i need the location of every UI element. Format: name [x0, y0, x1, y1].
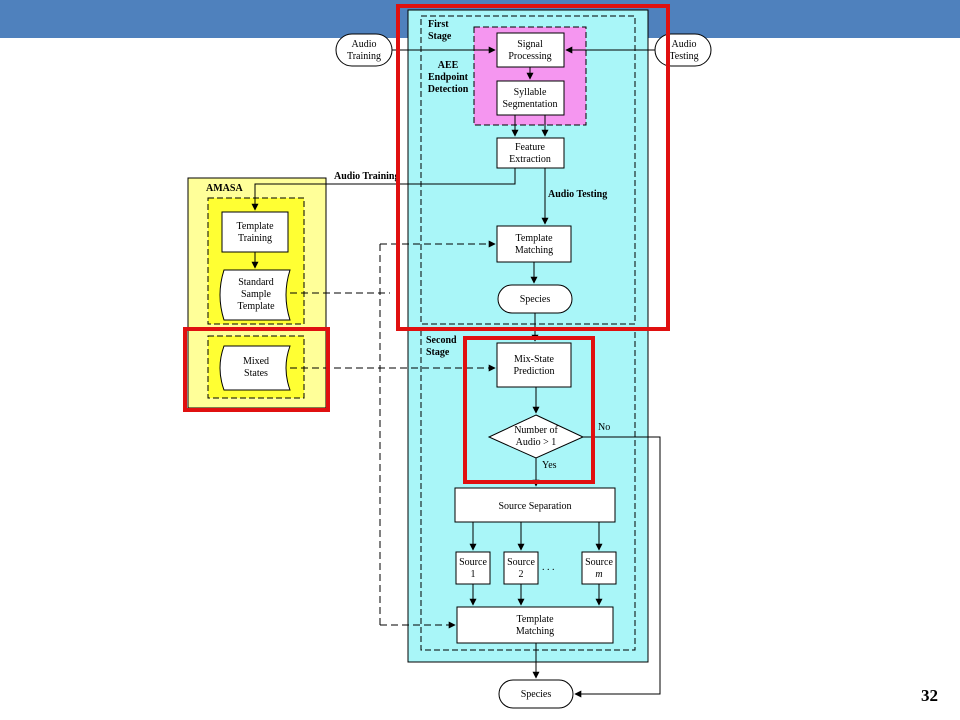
template-matching-box-1: [496, 225, 572, 263]
yes-label: Yes: [542, 460, 557, 471]
page-number: 32: [921, 686, 938, 705]
no-label: No: [598, 422, 610, 433]
source-separation-box: [454, 487, 616, 523]
dashed-connectors: [290, 240, 496, 629]
mixed-states-doc: [219, 345, 291, 391]
syllable-segmentation-box: [496, 80, 565, 116]
source-separation-label: Source Separation: [498, 501, 571, 512]
audio-testing-edge-label: Audio Testing: [548, 189, 607, 200]
species-label-2: Species: [521, 689, 552, 700]
second-stage-border: [420, 329, 636, 651]
source-ellipsis: . . .: [542, 562, 555, 573]
amasa-title: AMASA: [206, 183, 243, 194]
highlight-second-stage: [463, 336, 595, 484]
connectors: [251, 46, 661, 698]
template-training-box: [221, 211, 289, 253]
template-matching-box-2: [456, 606, 614, 644]
feature-extraction-box: [496, 137, 565, 169]
species-terminal-2: [498, 679, 574, 709]
standard-sample-template-doc: [219, 269, 291, 321]
species-label-1: Species: [520, 294, 551, 305]
highlight-mixed-states: [183, 327, 330, 412]
source-m-box: [581, 551, 617, 585]
highlight-first-stage: [396, 4, 670, 331]
mix-state-prediction-box: [496, 342, 572, 388]
source-1-box: [455, 551, 491, 585]
audio-training-edge-label: Audio Training: [334, 171, 400, 182]
source-2-box: [503, 551, 539, 585]
